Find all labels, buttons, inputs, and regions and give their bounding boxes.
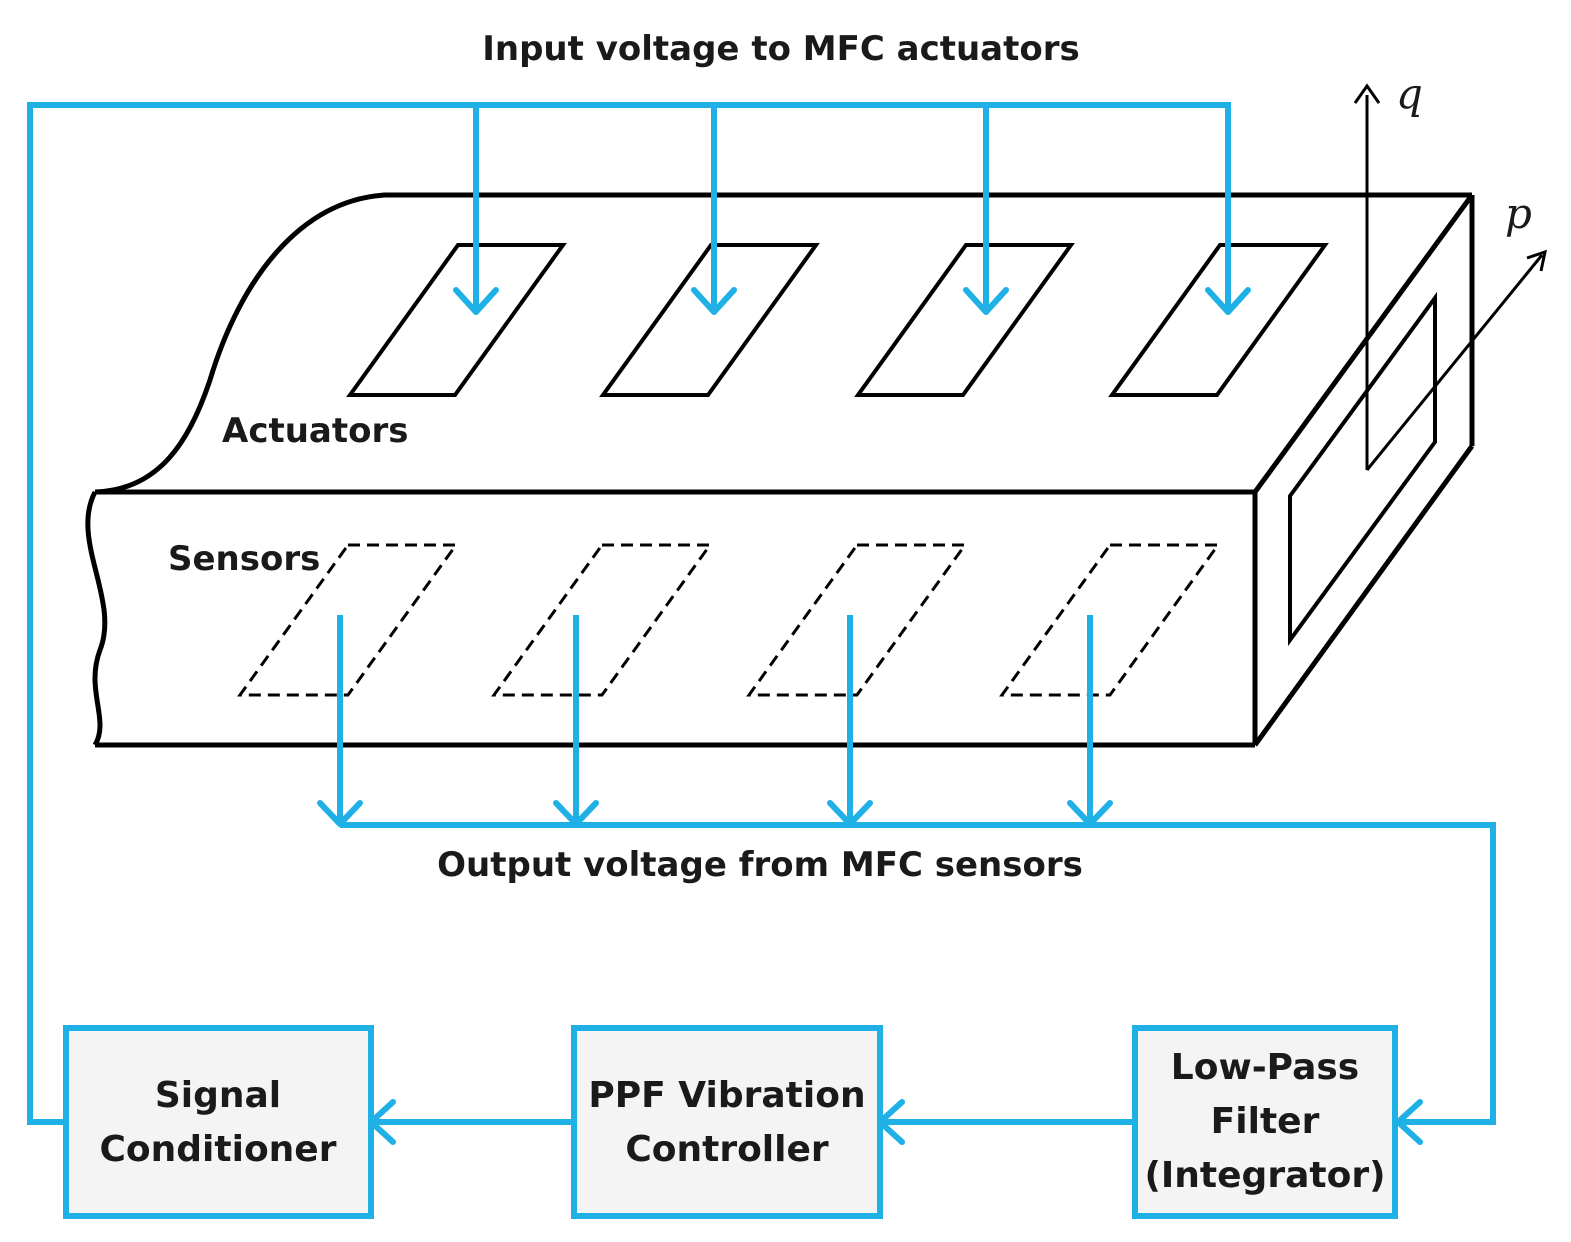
- low-pass-filter-box: [1132, 1025, 1398, 1219]
- beam-right-top-edge: [1252, 193, 1475, 494]
- actuator-patches: [346, 243, 1329, 397]
- p-axis-label: p: [1505, 189, 1532, 238]
- low-pass-filter-line-2: Filter: [1211, 1101, 1320, 1142]
- actuator-patch-1: [346, 243, 567, 397]
- q-axis-arrow: [1353, 83, 1381, 104]
- actuator-patch-3: [854, 243, 1075, 397]
- ppf-controller-line-1: PPF Vibration: [588, 1075, 865, 1116]
- sensor-patch-2: [491, 543, 713, 697]
- q-axis-label: q: [1396, 69, 1423, 118]
- sensor-patch-4: [999, 543, 1221, 697]
- low-pass-filter-line-1: Low-Pass: [1171, 1047, 1359, 1088]
- input-arrowhead-4: [1205, 287, 1251, 315]
- signal-conditioner-line-2: Conditioner: [100, 1129, 337, 1170]
- sensor-patches: [237, 543, 1221, 697]
- input-wiring: [27, 102, 1251, 1125]
- sensor-patch-1: [237, 543, 459, 697]
- output-wiring: [317, 615, 1496, 1145]
- diagram-title: Input voltage to MFC actuators: [482, 29, 1080, 69]
- axes: q p: [1353, 69, 1548, 471]
- low-pass-filter-line-3: (Integrator): [1144, 1155, 1385, 1196]
- p-axis: [1365, 254, 1544, 471]
- input-arrowhead-2: [691, 287, 737, 315]
- input-bus: [27, 102, 1231, 1125]
- ppf-controller-line-2: Controller: [625, 1129, 829, 1170]
- output-label: Output voltage from MFC sensors: [437, 845, 1083, 885]
- input-arrowhead-1: [453, 287, 499, 315]
- ppf-controller-block: PPF Vibration Controller: [571, 1025, 883, 1219]
- input-arrowhead-3: [963, 287, 1009, 315]
- output-bus: [340, 822, 1496, 1125]
- sensors-label: Sensors: [168, 539, 320, 579]
- signal-conditioner-block: Signal Conditioner: [63, 1025, 374, 1219]
- actuator-patch-2: [599, 243, 820, 397]
- signal-conditioner-line-1: Signal: [155, 1075, 281, 1116]
- signal-conditioner-box: [63, 1025, 374, 1219]
- p-axis-arrow: [1526, 249, 1548, 272]
- low-pass-filter-block: Low-Pass Filter (Integrator): [1132, 1025, 1398, 1219]
- beam-bottom-right-edge: [1252, 444, 1475, 747]
- sensor-patch-3: [746, 543, 968, 697]
- ppf-controller-box: [571, 1025, 883, 1219]
- beam-top-face: [94, 192, 1472, 495]
- beam-left-wavy-edge: [85, 490, 108, 747]
- actuator-patch-4: [1108, 243, 1329, 397]
- beam: [85, 192, 1475, 748]
- actuators-label: Actuators: [222, 411, 409, 451]
- beam-end-hollow: [1288, 291, 1437, 647]
